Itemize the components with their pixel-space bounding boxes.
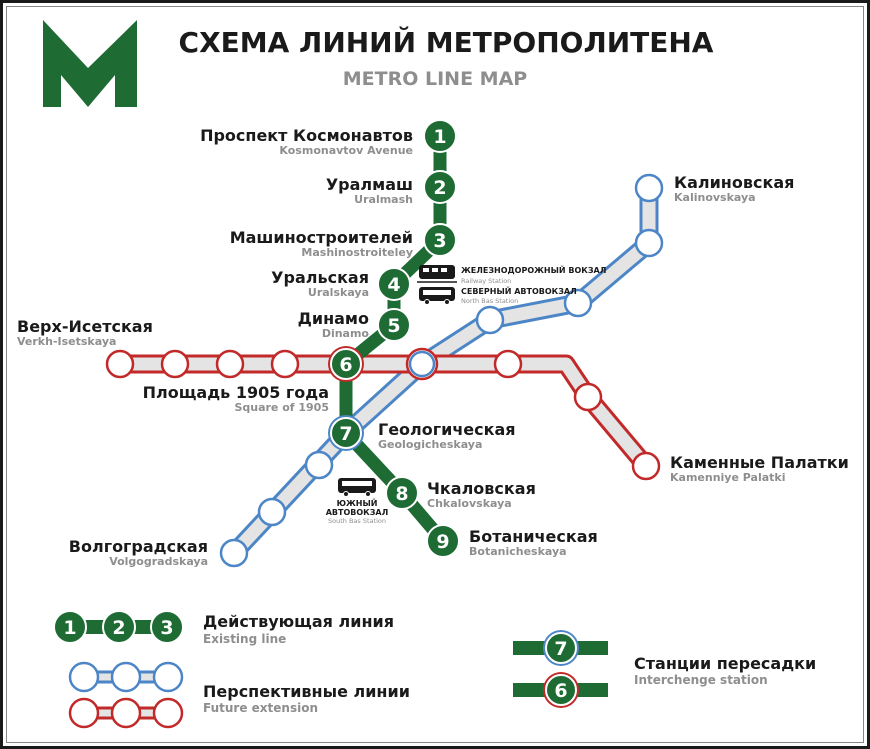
railway-transfer: ЖЕЛЕЗНОДОРОЖНЫЙ ВОКЗАЛ Railway Station [417,264,606,285]
station-2-marker[interactable]: 2 [423,170,457,204]
station-kamennye-palatki-name: Каменные Палатки [670,453,849,472]
legend: 1 2 3 Действующая линия Existing line Пе… [53,610,816,729]
green-stations: 1 2 3 4 5 6 7 8 [328,119,460,558]
north-bus-transfer: СЕВЕРНЫЙ АВТОВОКЗАЛ North Bas Station [419,285,577,305]
svg-text:1: 1 [63,617,76,639]
station-5-name-en: Dinamo [322,327,370,340]
south-bus-label-en: South Bas Station [328,517,386,525]
future-stations [105,173,664,568]
station-marker[interactable] [634,228,664,258]
svg-text:6: 6 [339,354,352,376]
railway-station-label-en: Railway Station [461,277,511,285]
station-kalinovskaya-marker[interactable] [634,173,664,203]
station-7-name-en: Geologicheskaya [378,438,482,451]
svg-text:4: 4 [387,274,400,296]
legend-interchange-label-en: Interchenge station [634,673,768,687]
train-icon [417,265,457,283]
station-4-marker[interactable]: 4 [377,267,411,301]
station-2-name-en: Uralmash [354,193,413,206]
station-5-marker[interactable]: 5 [377,308,411,342]
legend-existing-line: 1 2 3 Действующая линия Existing line [53,610,394,646]
station-kamennye-palatki-marker[interactable] [631,451,661,481]
station-6-name-en: Square of 1905 [234,401,329,414]
south-bus-label-2: АВТОВОКЗАЛ [326,508,389,517]
svg-text:2: 2 [433,177,446,199]
station-5-name: Динамо [298,309,369,328]
north-bus-station-label-en: North Bas Station [461,297,518,305]
station-marker[interactable] [270,349,300,379]
svg-text:9: 9 [436,531,449,553]
legend-future-label-en: Future extension [203,701,318,715]
station-volgogradskaya-marker[interactable] [219,538,249,568]
station-2-name: Уралмаш [326,175,413,194]
station-1-name: Проспект Космонавтов [200,126,413,145]
svg-text:6: 6 [554,680,567,702]
station-marker[interactable] [563,288,593,318]
station-9-name: Ботаническая [469,527,598,546]
railway-station-label: ЖЕЛЕЗНОДОРОЖНЫЙ ВОКЗАЛ [461,264,606,275]
station-kamennye-palatki-name-en: Kamenniye Palatki [670,471,786,484]
station-verkh-isetskaya-name-en: Verkh-Isetskaya [17,335,116,348]
north-bus-station-label: СЕВЕРНЫЙ АВТОВОКЗАЛ [461,285,577,296]
station-8-marker[interactable]: 8 [385,476,419,510]
metro-m-logo [43,20,137,107]
south-bus-transfer: ЮЖНЫЙ АВТОВОКЗАЛ South Bas Station [326,478,389,525]
svg-text:1: 1 [433,126,446,148]
station-3-name-en: Mashinostroiteley [301,246,413,259]
station-9-marker[interactable]: 9 [426,524,460,558]
station-3-marker[interactable]: 3 [423,223,457,257]
station-4-name: Уральская [271,268,369,287]
legend-future-label: Перспективные линии [203,682,410,701]
station-marker[interactable] [257,497,287,527]
svg-text:3: 3 [433,230,446,252]
svg-text:8: 8 [395,483,408,505]
legend-existing-label-en: Existing line [203,632,286,646]
station-marker[interactable] [304,450,334,480]
svg-text:7: 7 [554,638,567,660]
bus-icon [419,287,455,305]
station-8-name: Чкаловская [427,479,536,498]
station-1-marker[interactable]: 1 [423,119,457,153]
svg-text:7: 7 [339,423,352,445]
legend-future-lines: Перспективные линии Future extension [68,661,410,729]
station-marker[interactable] [573,382,603,412]
page-title: СХЕМА ЛИНИЙ МЕТРОПОЛИТЕНА [179,25,714,59]
page-subtitle: METRO LINE MAP [343,68,528,90]
svg-text:5: 5 [387,315,400,337]
station-1-name-en: Kosmonavtov Avenue [279,144,413,157]
station-volgogradskaya-name-en: Volgogradskaya [109,555,208,568]
svg-text:3: 3 [160,617,173,639]
station-9-name-en: Botanicheskaya [469,545,567,558]
station-kalinovskaya-name-en: Kalinovskaya [674,191,756,204]
station-7-name: Геологическая [378,420,516,439]
station-4-name-en: Uralskaya [308,286,369,299]
station-3-name: Машиностроителей [230,228,413,247]
station-8-name-en: Chkalovskaya [427,497,512,510]
bus-icon [338,478,376,497]
legend-interchange: 7 6 Станции пересадки Interchenge statio… [513,630,816,708]
station-marker[interactable] [493,349,523,379]
legend-interchange-label: Станции пересадки [634,654,816,673]
station-verkh-isetskaya-marker[interactable] [105,349,135,379]
station-kalinovskaya-name: Калиновская [674,173,794,192]
station-verkh-isetskaya-name: Верх-Исетская [17,317,153,336]
svg-text:2: 2 [112,617,125,639]
station-6-marker[interactable]: 6 [328,346,364,382]
station-volgogradskaya-name: Волгоградская [69,537,208,556]
south-bus-label-1: ЮЖНЫЙ [337,497,378,508]
station-marker[interactable] [475,305,505,335]
inner-frame [6,6,864,743]
station-6-name: Площадь 1905 года [143,383,329,402]
station-7-marker[interactable]: 7 [328,415,364,451]
legend-existing-label: Действующая линия [203,612,394,631]
station-marker[interactable] [160,349,190,379]
station-marker[interactable] [215,349,245,379]
station-labels: Проспект Космонавтов Kosmonavtov Avenue … [17,126,849,568]
